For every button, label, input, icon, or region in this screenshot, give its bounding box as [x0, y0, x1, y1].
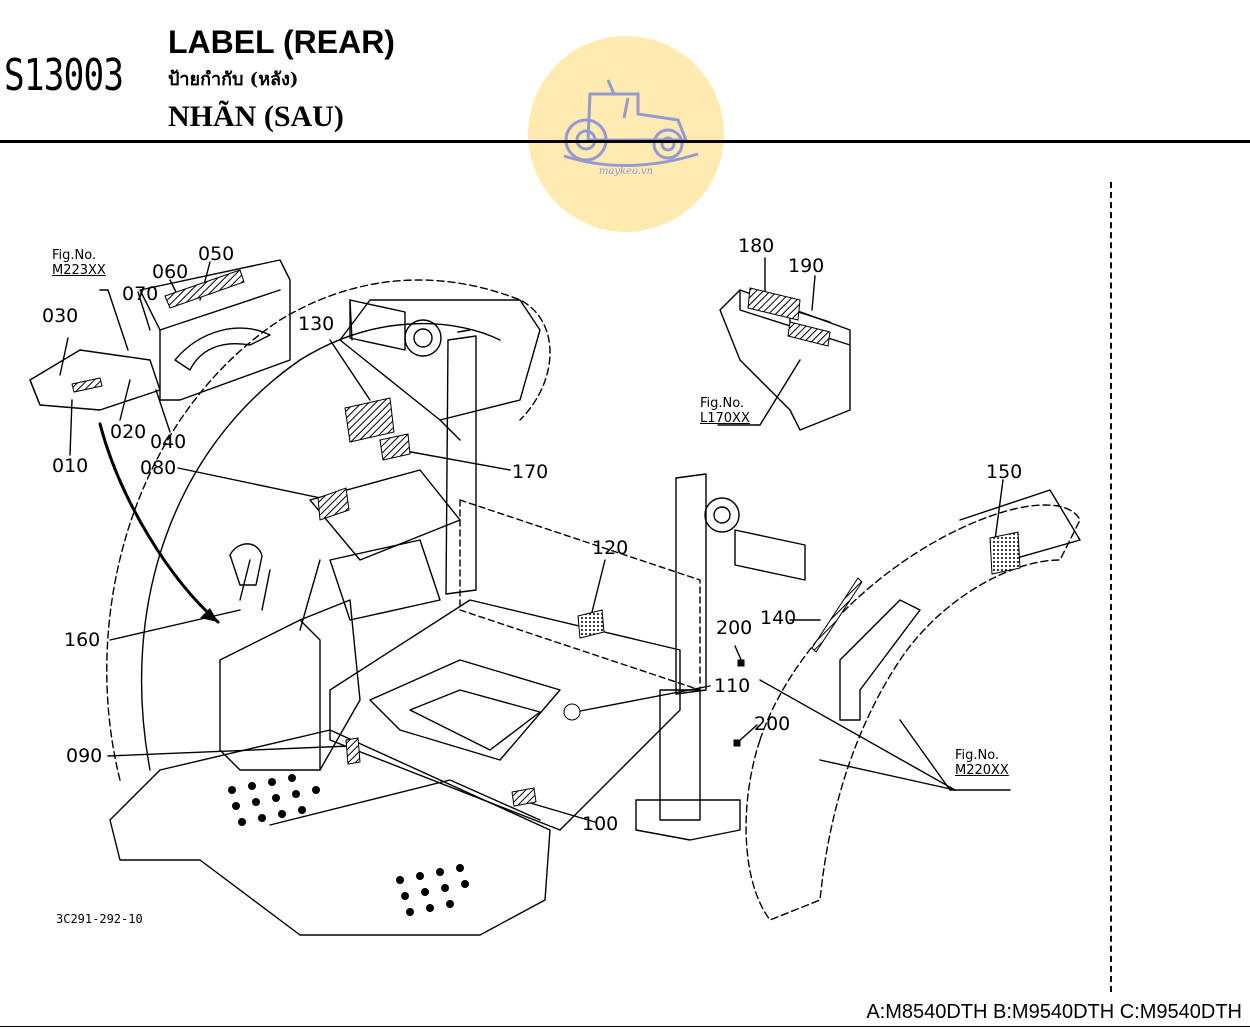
callout-140: 140 — [760, 607, 797, 629]
callout-030: 030 — [42, 305, 79, 327]
watermark-logo: maykeo.vn — [528, 36, 724, 232]
fig-ref-number: M220XX — [955, 763, 1009, 778]
title-english: LABEL (REAR) — [168, 24, 395, 60]
fig-ref-l170: Fig.No. L170XX — [700, 396, 750, 426]
callout-200-lower: 200 — [754, 713, 791, 735]
page-divider — [1110, 182, 1112, 992]
callout-160: 160 — [64, 629, 101, 651]
header-rule — [0, 140, 1250, 143]
callout-170: 170 — [512, 461, 549, 483]
footer-rule — [0, 1026, 1250, 1027]
fig-ref-label: Fig.No. — [700, 396, 745, 411]
fig-ref-number: L170XX — [700, 411, 750, 426]
exploded-parts-drawing — [29, 257, 1081, 936]
drawing-number: 3C291-292-10 — [56, 912, 143, 926]
callout-090: 090 — [66, 745, 103, 767]
fig-ref-m223: Fig.No. M223XX — [52, 248, 106, 278]
title-vietnamese: NHÃN (SAU) — [168, 100, 344, 133]
callout-100: 100 — [582, 813, 619, 835]
callout-200-upper: 200 — [716, 617, 753, 639]
part-group-code: S13003 — [4, 50, 124, 101]
callout-040: 040 — [150, 431, 187, 453]
callout-130: 130 — [298, 313, 335, 335]
callout-110: 110 — [714, 675, 751, 697]
watermark-text: maykeo.vn — [598, 166, 654, 177]
callout-060: 060 — [152, 261, 189, 283]
callout-010: 010 — [52, 455, 89, 477]
callout-150: 150 — [986, 461, 1023, 483]
callout-180: 180 — [738, 235, 775, 257]
title-thai: ป้ายกำกับ (หลัง) — [168, 69, 299, 90]
callout-120: 120 — [592, 537, 629, 559]
fig-ref-m220: Fig.No. M220XX — [955, 748, 1009, 778]
callout-050: 050 — [198, 243, 235, 265]
fig-ref-number: M223XX — [52, 263, 106, 278]
callout-080: 080 — [140, 457, 177, 479]
callout-020: 020 — [110, 421, 147, 443]
callout-070: 070 — [122, 283, 159, 305]
fig-ref-label: Fig.No. — [52, 248, 97, 263]
callout-190: 190 — [788, 255, 825, 277]
fig-ref-label: Fig.No. — [955, 748, 1000, 763]
model-list: A:M8540DTH B:M9540DTH C:M9540DTH — [866, 1001, 1242, 1023]
